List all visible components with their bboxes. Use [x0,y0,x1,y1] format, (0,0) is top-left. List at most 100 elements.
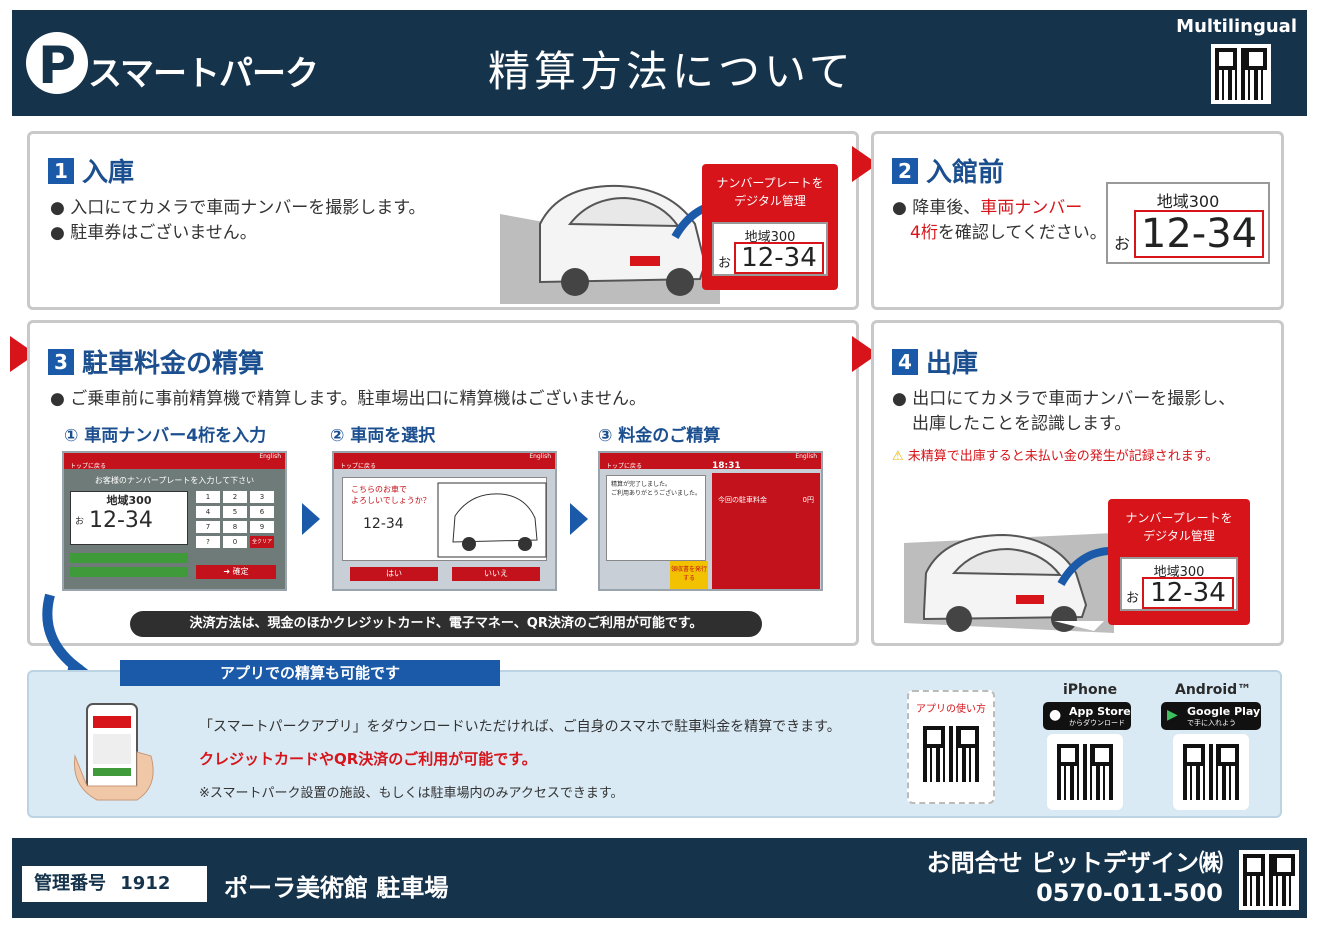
screen2-english-button[interactable]: English [529,453,551,460]
plate-number: 12-34 [1134,210,1264,258]
screen2-question: こちらのお車でよろしいでしょうか？ [351,484,431,506]
management-value: 1912 [120,873,171,894]
screen2-yes-button[interactable]: はい [350,567,438,581]
screen2-q2: よろしいでしょうか？ [351,496,431,505]
screen1-green-btn-2[interactable] [70,567,188,577]
howto-qr-icon[interactable] [919,722,983,786]
screen1-english-button[interactable]: English [259,453,281,460]
keypad-key[interactable]: ? [196,536,220,548]
screen1-confirm-button[interactable]: ➜ 確定 [196,565,276,579]
step4-card-caption: ナンバープレートをデジタル管理 [1108,509,1250,545]
screen1-top-button[interactable]: トップに戻る [70,463,107,470]
screen3-receipt-button[interactable]: 領収書を発行する [670,561,708,589]
step1-bullets: ● 入口にてカメラで車両ナンバーを撮影します。 ● 駐車券はございません。 [50,196,426,246]
keypad-key[interactable]: 0 [223,536,247,548]
footer-qr-icon[interactable] [1239,850,1299,910]
plate-region: 地域300 [1156,192,1220,211]
step2-bullet-post: を確認してください。 [937,223,1107,243]
google-play-icon: ▶ [1167,707,1178,723]
kiosk-screen-input: トップに戻る English お客様のナンバープレートを入力して下さい 地域300… [62,451,287,591]
step3-title-text: 駐車料金の精算 [82,349,265,379]
plate-o: お [1114,234,1131,253]
app-store-badge[interactable]: ● App Store からダウンロード [1043,702,1131,730]
smartpark-logo: P スマートパーク [26,32,326,98]
step1-caption-line2: デジタル管理 [734,194,806,208]
header: P スマートパーク 精算方法について Multilingual [12,10,1307,116]
keypad-key[interactable]: 3 [250,491,274,503]
contact-phone[interactable]: 0570-011-500 [1036,879,1223,907]
step1-caption-line1: ナンバープレートを [716,176,824,190]
step4-warning: ⚠ 未精算で出庫すると未払い金の発生が記録されます。 [892,445,1219,464]
step4-caption-line2: デジタル管理 [1143,529,1215,543]
keypad-key[interactable]: 1 [196,491,220,503]
google-play-badge[interactable]: ▶ Google Play で手に入れよう [1161,702,1261,730]
keypad-key[interactable]: 7 [196,521,220,533]
keypad-key[interactable]: 2 [223,491,247,503]
howto-qr-box: アプリの使い方 [907,690,995,804]
contact-info: お問合せ ピットデザイン㈱ 0570-011-500 [927,848,1223,908]
keypad-key[interactable]: 9 [250,521,274,533]
apple-icon: ● [1049,707,1062,723]
screen3-fee-panel: 今回の駐車料金 0円 [712,473,820,589]
android-qr-icon[interactable] [1179,740,1243,804]
screen1-message: お客様のナンバープレートを入力して下さい [94,476,255,485]
step4-title: 4 出庫 [892,343,978,380]
step2-license-plate: 地域300 お 12-34 [1106,182,1270,264]
step1-license-plate: 地域300 お 12-34 [712,222,828,276]
substep2-label: ② 車両を選択 [330,426,436,446]
multilingual-qr-icon[interactable] [1211,44,1271,104]
app-line-1: 「スマートパークアプリ」をダウンロードいただければ、ご自身のスマホで駐車料金を精… [199,719,841,735]
step2-bullet-red: 車両ナンバー [980,198,1083,218]
screen3-msg2: ご利用ありがとうございました。 [611,490,702,497]
step1-title-text: 入庫 [82,158,135,188]
iphone-label: iPhone [1063,682,1118,698]
step2-bullet-pre: ● 降車後、 [892,198,981,218]
substep3-label: ③ 料金のご精算 [598,426,721,446]
iphone-qr-icon[interactable] [1053,740,1117,804]
plate-o: お [718,256,732,271]
keypad-key[interactable]: 全クリア [250,536,274,548]
android-label: Android™ [1175,682,1252,698]
keypad-key[interactable]: 6 [250,506,274,518]
google-play-subtext: で手に入れよう [1187,719,1236,727]
step4-bullet-1: ● 出口にてカメラで車両ナンバーを撮影し、 [892,389,1236,409]
app-line-2: クレジットカードやQR決済のご利用が可能です。 [199,750,537,768]
screen2-top-button[interactable]: トップに戻る [340,463,377,470]
plate-region: 地域300 [744,230,796,245]
step1-bullet-1: ● 入口にてカメラで車両ナンバーを撮影します。 [50,198,426,218]
screen3-topbar: トップに戻る 18:31 English [600,453,821,471]
app-tab: アプリでの精算も可能です [120,660,500,686]
screen1-topbar: トップに戻る English [64,453,285,470]
step4-title-text: 出庫 [926,349,979,379]
keypad-key[interactable]: 8 [223,521,247,533]
keypad-key[interactable]: 5 [223,506,247,518]
google-play-text: Google Play [1187,705,1261,718]
screen2-no-button[interactable]: いいえ [452,567,540,581]
app-section: 「スマートパークアプリ」をダウンロードいただければ、ご自身のスマホで駐車料金を精… [27,670,1282,818]
screen3-time: 18:31 [712,461,741,471]
plate-o: お [1126,591,1140,606]
brand-name: スマートパーク [88,54,319,94]
arrow-substep2-icon [302,503,320,535]
keypad-key[interactable]: 4 [196,506,220,518]
screen3-top-button[interactable]: トップに戻る [606,463,643,470]
screen1-green-btn-1[interactable] [70,553,188,563]
app-store-text: App Store [1069,705,1131,718]
step4-number: 4 [892,348,918,375]
step4-bullets: ● 出口にてカメラで車両ナンバーを撮影し、 出庫したことを認識します。 [892,387,1235,437]
management-label: 管理番号 [34,873,106,894]
app-store-subtext: からダウンロード [1069,719,1125,727]
screen3-english-button[interactable]: English [795,453,817,460]
arrow-substep3-icon [570,503,588,535]
screen2-car-icon[interactable] [437,482,547,558]
step2-number: 2 [892,157,918,184]
car-illustration-1 [500,184,720,304]
screen3-msg1: 精算が完了しました。 [611,481,672,488]
screen1-plate: 地域300 お 12-34 [70,491,188,545]
